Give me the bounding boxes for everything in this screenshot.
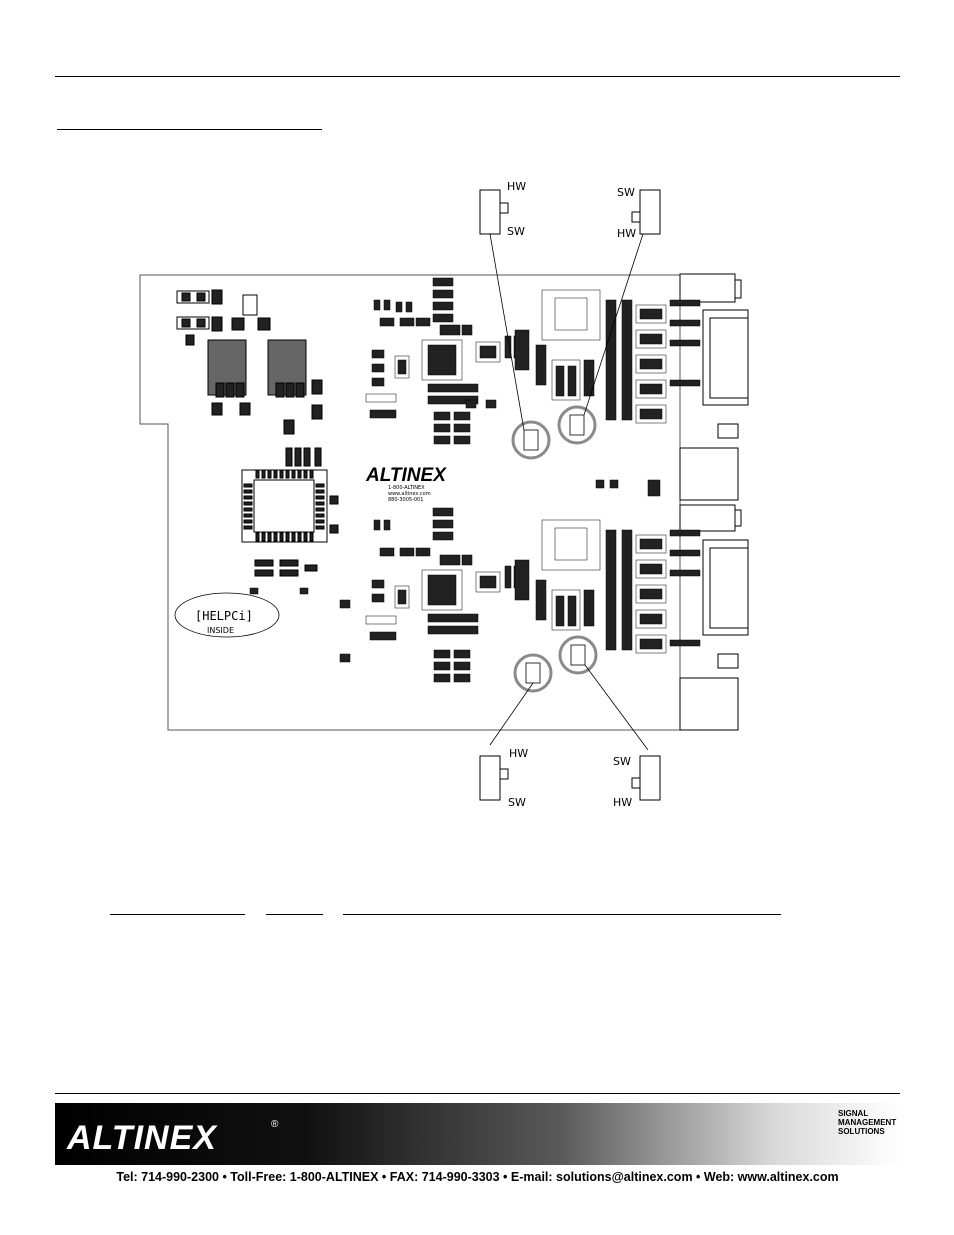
bottom-right-upper-label: SW (613, 755, 631, 768)
right-connectors (679, 273, 749, 731)
board-web-text: www.altinex.com (388, 491, 431, 497)
badge-line-3: SOLUTIONS (838, 1127, 885, 1136)
jumper-callout-bottom-left: HW SW (479, 747, 528, 809)
jumper-circle-3 (513, 653, 553, 693)
lower-channel (249, 507, 701, 683)
jumper-parts (523, 414, 586, 684)
footer-banner: ALTINEX ® SIGNAL MANAGEMENT SOLUTIONS (55, 1103, 900, 1165)
top-right-upper-label: SW (617, 186, 635, 199)
power-section (176, 289, 323, 435)
badge-line-2: MANAGEMENT (838, 1118, 897, 1127)
jumper-circle-2 (557, 405, 597, 445)
jumper-callout-top-right: SW HW (617, 186, 661, 240)
board-part-text: 880-3005-001 (388, 497, 423, 503)
top-left-upper-label: HW (507, 180, 526, 193)
jumper-highlights (511, 405, 598, 693)
helpci-badge: [HELPCi] INSIDE (174, 592, 280, 638)
board-logo-text: ALTINEX (365, 465, 447, 486)
top-left-lower-label: SW (507, 225, 525, 238)
board-logo: ALTINEX 1-800-ALTINEX www.altinex.com 88… (365, 465, 447, 503)
table-header-underline-1 (110, 914, 245, 915)
bottom-right-lower-label: HW (613, 796, 632, 809)
inside-text: INSIDE (207, 626, 234, 635)
controller-chip (241, 447, 339, 577)
upper-channel (365, 277, 701, 497)
bottom-left-upper-label: HW (509, 747, 528, 760)
registered-mark: ® (271, 1119, 279, 1130)
jumper-callout-top-left: HW SW (479, 180, 526, 238)
table-header-underline-2 (266, 914, 323, 915)
table-header-underline-3 (343, 914, 781, 915)
jumper-circle-4 (558, 635, 598, 675)
leader-lines (489, 233, 649, 751)
section-heading-underline (57, 129, 322, 130)
board-diagram: ALTINEX 1-800-ALTINEX www.altinex.com 88… (139, 180, 749, 809)
bottom-left-lower-label: SW (508, 796, 526, 809)
helpci-text: [HELPCi] (195, 609, 253, 623)
jumper-callout-bottom-right: SW HW (613, 755, 661, 809)
signal-management-badge: SIGNAL MANAGEMENT SOLUTIONS (838, 1109, 896, 1159)
board-phone-text: 1-800-ALTINEX (388, 485, 425, 491)
header-rule (55, 76, 900, 77)
footer-contact-line: Tel: 714-990-2300 • Toll-Free: 1-800-ALT… (116, 1170, 839, 1184)
footer-brand-logo: ALTINEX (67, 1119, 217, 1157)
jumper-circle-1 (511, 420, 551, 460)
footer-rule (55, 1093, 900, 1094)
top-right-lower-label: HW (617, 227, 636, 240)
badge-line-1: SIGNAL (838, 1109, 869, 1118)
